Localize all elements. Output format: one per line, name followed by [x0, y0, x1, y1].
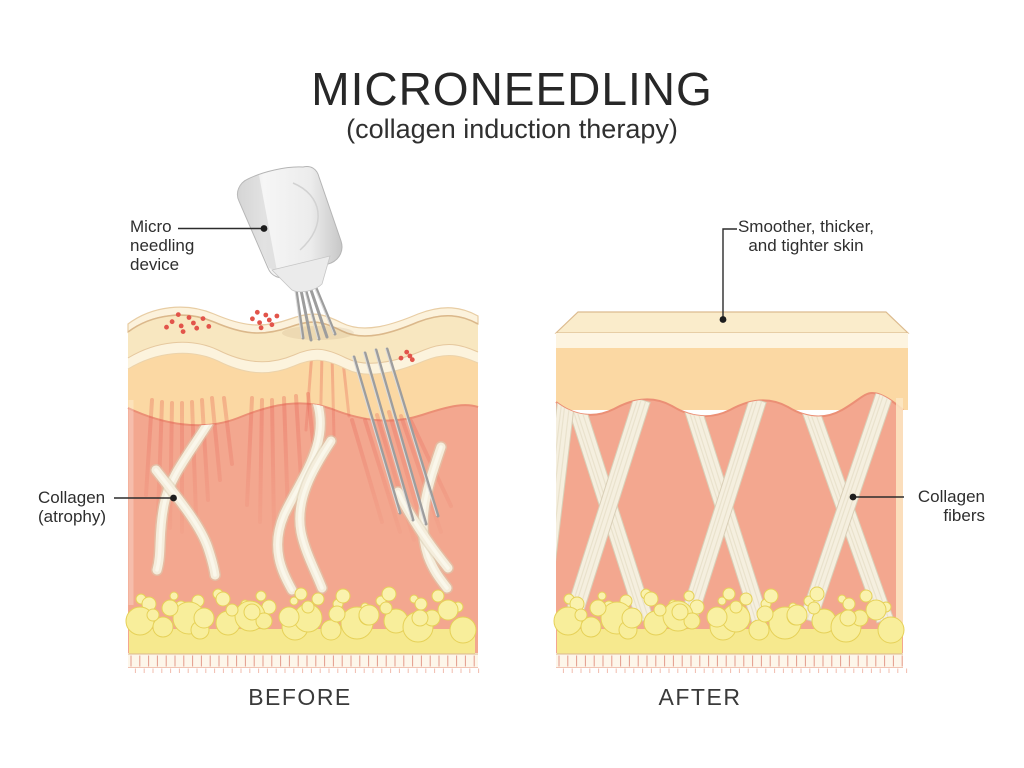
label-collagen-fibers: Collagen fibers: [905, 487, 985, 525]
page-subtitle: (collagen induction therapy): [346, 114, 678, 144]
label-line: Collagen: [917, 487, 985, 506]
dermis-boundary-before: [127, 402, 479, 427]
device-needles: [294, 286, 337, 342]
label-line: and tighter skin: [748, 236, 864, 255]
collagen-fibers-group: [556, 393, 894, 624]
collagen-strands-atrophy: [150, 403, 454, 596]
label-collagen-atrophy: Collagen (atrophy): [38, 488, 118, 526]
device-tip: [271, 255, 331, 293]
skin-top-face-after: [554, 311, 910, 334]
before-skin-block: [125, 166, 480, 673]
basement-strip-before: [128, 653, 480, 673]
cut-edge-highlight-after: [896, 398, 903, 630]
basement-strip-after: [556, 653, 908, 673]
caption-before: BEFORE: [248, 684, 352, 710]
label-line: Smoother, thicker,: [737, 217, 875, 236]
epidermis-after: [556, 333, 908, 348]
label-line: Micro: [130, 217, 172, 236]
micro-injury-dots: [164, 309, 415, 363]
label-smoother-skin: Smoother, thicker, and tighter skin: [736, 217, 876, 255]
label-line: needling: [130, 236, 195, 255]
needles-in-dermis: [352, 347, 440, 526]
label-line: device: [130, 255, 180, 274]
device-seam: [292, 182, 319, 251]
fat-layer-before: [125, 586, 477, 654]
upper-dermis-after: [556, 348, 908, 410]
label-microneedling-device: Micro needling device: [130, 217, 202, 274]
label-line: (atrophy): [38, 507, 107, 526]
page-title: MICRONEEDLING: [311, 63, 713, 115]
microneedling-device: [236, 166, 354, 342]
after-skin-block: [553, 311, 910, 673]
caption-after: AFTER: [658, 684, 742, 710]
label-line: Collagen: [38, 488, 106, 507]
fat-layer-after: [553, 586, 905, 654]
leader-smoother-skin: [722, 228, 737, 317]
device-body-shade: [237, 175, 277, 271]
leader-lines: [114, 225, 904, 502]
cut-edge-highlight-before: [128, 400, 134, 605]
label-line: fibers: [943, 506, 985, 525]
